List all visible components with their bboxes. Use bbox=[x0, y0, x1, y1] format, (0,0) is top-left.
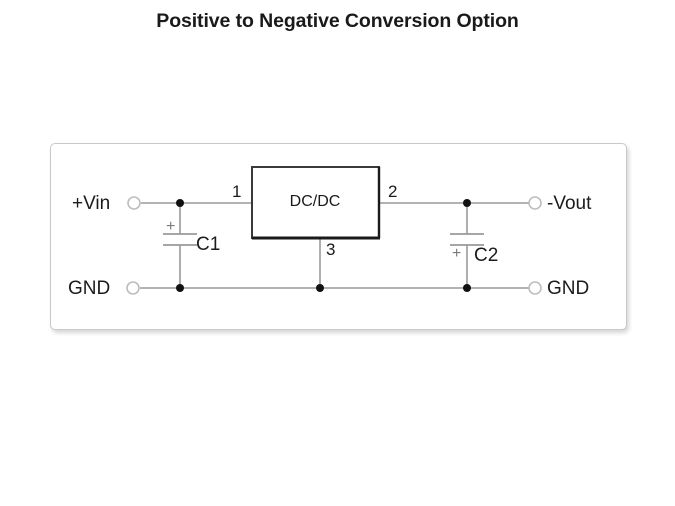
circuit-diagram-panel bbox=[50, 143, 627, 330]
terminal-label-vin: +Vin bbox=[72, 193, 111, 214]
terminal-label-vout: -Vout bbox=[547, 193, 592, 214]
capacitor-label-c2: C2 bbox=[474, 245, 499, 266]
terminal-label-gnd-output: GND bbox=[547, 278, 590, 299]
pin-label-2: 2 bbox=[388, 182, 398, 201]
pin-label-3: 3 bbox=[326, 240, 336, 259]
terminal-label-gnd-input: GND bbox=[68, 278, 111, 299]
polarity-marker-c2: + bbox=[452, 245, 462, 262]
page-title: Positive to Negative Conversion Option bbox=[156, 10, 519, 32]
capacitor-label-c1: C1 bbox=[196, 234, 221, 255]
dcdc-block-label: DC/DC bbox=[289, 193, 341, 210]
pin-label-1: 1 bbox=[232, 182, 242, 201]
polarity-marker-c1: + bbox=[166, 218, 176, 235]
